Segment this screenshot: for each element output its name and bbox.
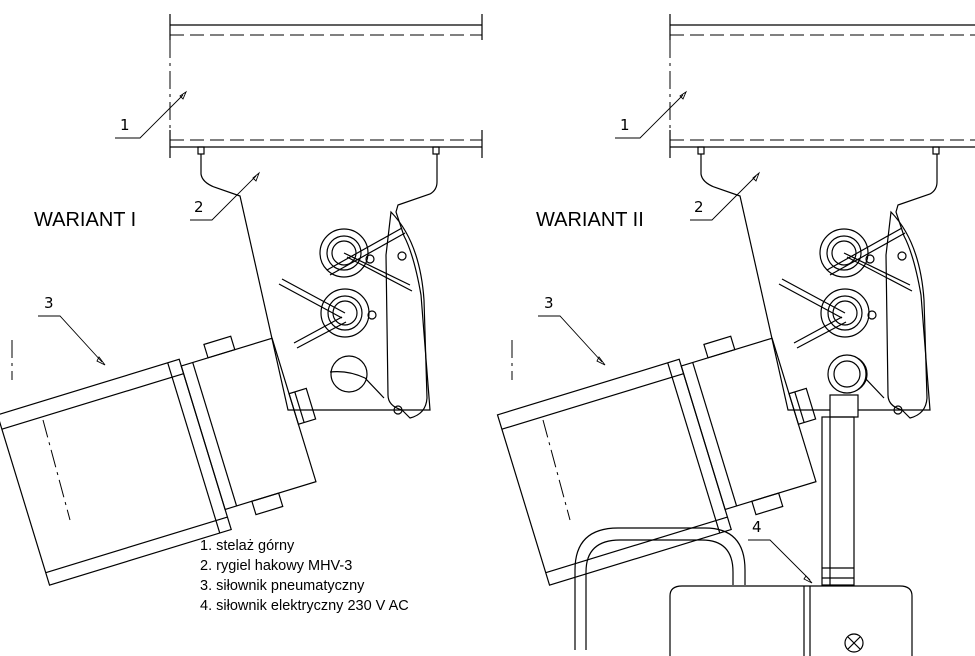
variant-1-title: WARIANT I bbox=[34, 209, 137, 231]
callout-2-variant-1: 2 bbox=[194, 198, 204, 216]
electric-actuator bbox=[574, 394, 913, 656]
legend-item: 4. siłownik elektryczny 230 V AC bbox=[200, 598, 409, 614]
callout-2-variant-2: 2 bbox=[694, 198, 704, 216]
callout-1-variant-2: 1 bbox=[620, 116, 630, 134]
callout-3-variant-2: 3 bbox=[544, 294, 554, 312]
callout-3-variant-1: 3 bbox=[44, 294, 54, 312]
legend-item: 3. siłownik pneumatyczny bbox=[200, 578, 365, 594]
leader-lines bbox=[38, 90, 813, 584]
variant-2-drawing bbox=[494, 13, 975, 656]
callout-4-variant-2: 4 bbox=[752, 518, 762, 536]
legend-item: 2. rygiel hakowy MHV-3 bbox=[200, 558, 353, 574]
variant-1-drawing bbox=[0, 13, 483, 586]
callout-1-variant-1: 1 bbox=[120, 116, 130, 134]
parts-legend: 1. stelaż górny 2. rygiel hakowy MHV-3 3… bbox=[200, 536, 409, 616]
variant-2-title: WARIANT II bbox=[536, 209, 644, 231]
legend-item: 1. stelaż górny bbox=[200, 538, 295, 554]
